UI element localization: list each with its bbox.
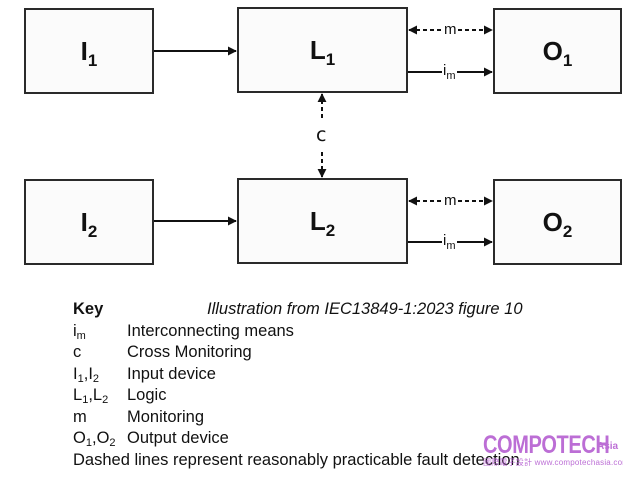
- key-item: O1,O2 Output device: [73, 428, 523, 450]
- key-symbol: im: [73, 321, 86, 342]
- watermark-logo: COMPOTECH Asia 國際電子設計 www.compotechasia.…: [483, 431, 623, 467]
- block-label: L2: [309, 205, 336, 240]
- key-symbol: I1,I2: [73, 364, 100, 385]
- monitoring-label-row2: m: [443, 192, 458, 209]
- key-description: Interconnecting means: [127, 321, 294, 340]
- key-symbol: O1,O2: [73, 429, 116, 449]
- block-label: L1: [309, 34, 336, 69]
- key-item: L1,L2 Logic: [73, 385, 523, 407]
- key-footnote: Dashed lines represent reasonably practi…: [73, 450, 520, 469]
- key-symbol: c: [73, 343, 82, 361]
- source-citation: Illustration from IEC13849-1:2023 figure…: [207, 300, 523, 318]
- watermark-suffix: Asia: [597, 441, 619, 452]
- key-description: Monitoring: [127, 407, 205, 426]
- key-symbol: L1,L2: [73, 386, 109, 406]
- key-description: Logic: [127, 386, 167, 404]
- block-logic-1: L1: [237, 7, 408, 93]
- block-label: I1: [80, 35, 98, 70]
- key-item: m Monitoring: [73, 407, 523, 429]
- block-label: O2: [542, 206, 573, 241]
- monitoring-label-row1: m: [443, 21, 458, 38]
- block-label: I2: [80, 206, 98, 241]
- interconnect-label-row2: im: [442, 232, 457, 252]
- key-legend: Key Illustration from IEC13849-1:2023 fi…: [73, 299, 523, 471]
- block-output-2: O2: [493, 179, 622, 265]
- key-symbol: m: [73, 407, 87, 426]
- watermark-url: 國際電子設計 www.compotechasia.com: [483, 458, 623, 467]
- block-logic-2: L2: [237, 178, 408, 264]
- cross-monitoring-label: c: [316, 124, 327, 146]
- key-header: Key Illustration from IEC13849-1:2023 fi…: [73, 299, 523, 321]
- interconnect-label-row1: im: [442, 62, 457, 82]
- watermark-brand: COMPOTECH: [483, 431, 610, 459]
- key-description: Cross Monitoring: [127, 343, 252, 361]
- block-label: O1: [542, 35, 573, 70]
- key-title: Key: [73, 300, 104, 318]
- key-item: c Cross Monitoring: [73, 342, 523, 364]
- key-description: Output device: [127, 429, 229, 447]
- key-description: Input device: [127, 364, 216, 383]
- key-item: I1,I2 Input device: [73, 364, 523, 386]
- block-input-2: I2: [24, 179, 154, 265]
- block-input-1: I1: [24, 8, 154, 94]
- block-output-1: O1: [493, 8, 622, 94]
- key-item: im Interconnecting means: [73, 321, 523, 343]
